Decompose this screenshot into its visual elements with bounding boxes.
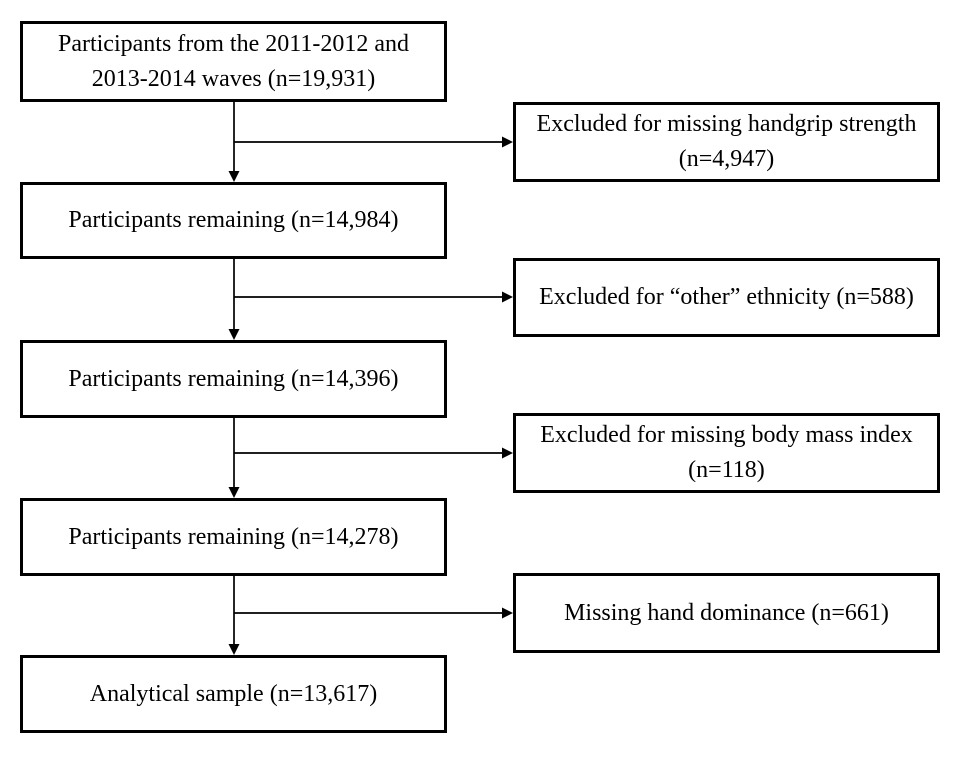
flow-box-remaining-1: Participants remaining (n=14,984) <box>20 182 447 259</box>
exclusion-box-other-ethnicity: Excluded for “other” ethnicity (n=588) <box>513 258 940 337</box>
exclusion-box-hand-dominance: Missing hand dominance (n=661) <box>513 573 940 653</box>
arrow-down-4 <box>228 576 240 655</box>
exclusion-box-body-mass-index: Excluded for missing body mass index (n=… <box>513 413 940 493</box>
flow-box-remaining-2: Participants remaining (n=14,396) <box>20 340 447 418</box>
arrow-exclusion-3 <box>234 447 513 459</box>
arrow-down-2 <box>228 259 240 340</box>
flow-box-analytical-sample: Analytical sample (n=13,617) <box>20 655 447 733</box>
arrow-down-1 <box>228 102 240 182</box>
arrow-exclusion-1 <box>234 136 513 148</box>
exclusion-box-handgrip-strength: Excluded for missing handgrip strength (… <box>513 102 940 182</box>
arrow-exclusion-4 <box>234 607 513 619</box>
flow-box-enrollment: Participants from the 2011-2012 and 2013… <box>20 21 447 102</box>
arrow-down-3 <box>228 418 240 498</box>
arrow-exclusion-2 <box>234 291 513 303</box>
flow-box-remaining-3: Participants remaining (n=14,278) <box>20 498 447 576</box>
